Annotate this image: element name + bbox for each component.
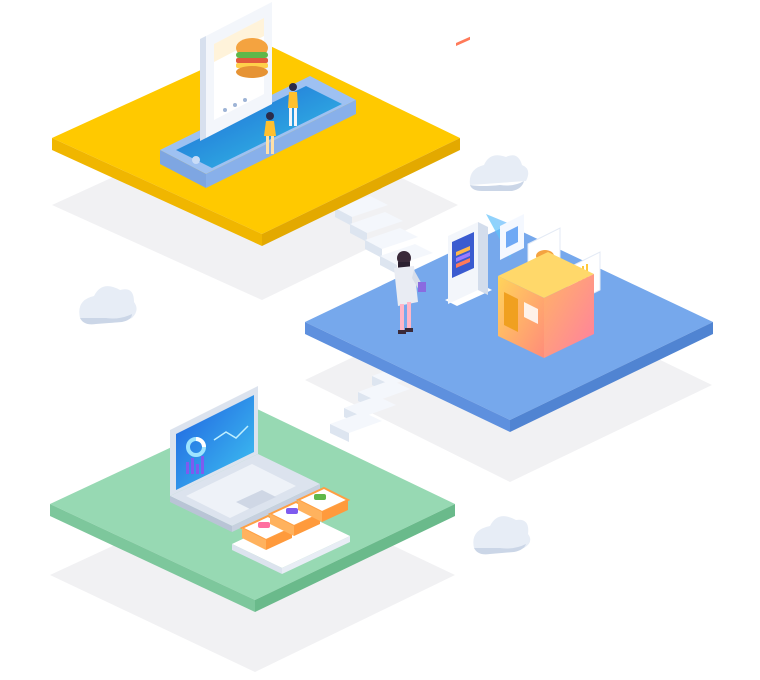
food-card-icon: [295, 486, 351, 522]
smartphone-icon: [160, 76, 356, 188]
menu-board: [200, 2, 272, 141]
food-stall-icon: [498, 252, 594, 358]
person-icon: [394, 251, 426, 334]
laptop-icon: [170, 386, 320, 532]
self-service-kiosk-icon: [445, 36, 492, 306]
person-icon: [264, 112, 276, 154]
cloud-icon: [79, 286, 137, 325]
person-icon: [288, 83, 298, 126]
burger-icon: [236, 38, 268, 78]
cloud-icon: [469, 155, 529, 191]
cloud-icon: [473, 516, 531, 555]
chart-icon: [186, 425, 249, 474]
food-card-tray: [232, 512, 350, 574]
